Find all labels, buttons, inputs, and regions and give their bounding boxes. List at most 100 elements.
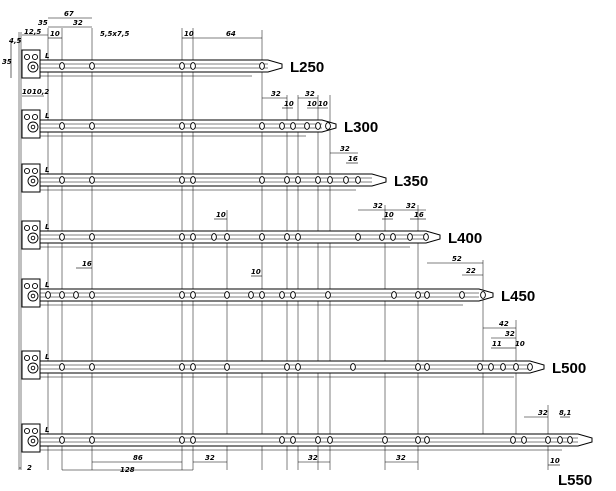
mounting-hole bbox=[327, 176, 333, 184]
mounting-hole bbox=[500, 363, 506, 371]
mounting-hole bbox=[179, 62, 185, 70]
bracket-hole bbox=[23, 224, 31, 232]
mounting-hole bbox=[350, 363, 356, 371]
mounting-hole bbox=[295, 233, 301, 241]
roller-axle bbox=[30, 293, 36, 299]
mounting-hole bbox=[179, 291, 185, 299]
mounting-hole bbox=[545, 436, 551, 444]
mounting-hole bbox=[89, 233, 95, 241]
dim-row3-32: 32 bbox=[340, 145, 350, 153]
mounting-hole bbox=[89, 122, 95, 130]
mounting-hole bbox=[315, 122, 321, 130]
row2-dim-lines bbox=[262, 97, 328, 109]
dim-row4-32b: 32 bbox=[406, 202, 416, 210]
dim-top-12-5: 12,5 bbox=[24, 28, 41, 36]
mounting-hole bbox=[89, 291, 95, 299]
runner-length-label: L300 bbox=[344, 119, 378, 136]
mounting-hole bbox=[477, 363, 483, 371]
runner-l400: L L400 bbox=[21, 220, 482, 250]
dim-bottom-86: 86 bbox=[133, 454, 143, 462]
dim-row6-42: 42 bbox=[499, 320, 509, 328]
dim-bottom-128: 128 bbox=[120, 466, 135, 474]
mounting-hole bbox=[73, 291, 79, 299]
mounting-hole bbox=[190, 62, 196, 70]
mounting-hole bbox=[89, 62, 95, 70]
mounting-hole bbox=[179, 363, 185, 371]
mounting-hole bbox=[59, 122, 65, 130]
dim-row4-10b: 10 bbox=[384, 211, 394, 219]
row6-dim-lines bbox=[483, 327, 516, 349]
mounting-hole bbox=[315, 436, 321, 444]
dim-row2-32a: 32 bbox=[271, 90, 281, 98]
mounting-hole bbox=[343, 176, 349, 184]
mounting-hole bbox=[179, 233, 185, 241]
bracket-hole bbox=[23, 53, 31, 61]
runner-l550: L L550 bbox=[21, 423, 593, 489]
rail-marker: L bbox=[45, 166, 49, 174]
bracket-hole bbox=[31, 224, 39, 232]
bracket-hole bbox=[31, 53, 39, 61]
dim-row4-10a: 10 bbox=[216, 211, 226, 219]
dim-bottom-2: 2 bbox=[27, 464, 32, 472]
mounting-hole bbox=[224, 291, 230, 299]
rail-marker: L bbox=[45, 112, 49, 120]
mounting-hole bbox=[190, 176, 196, 184]
mounting-hole bbox=[459, 291, 465, 299]
mounting-hole bbox=[59, 62, 65, 70]
mounting-hole bbox=[290, 122, 296, 130]
mounting-hole bbox=[521, 436, 527, 444]
dim-row4-16: 16 bbox=[414, 211, 424, 219]
mounting-hole bbox=[325, 122, 331, 130]
runner-length-label: L550 bbox=[558, 472, 592, 489]
mounting-hole bbox=[179, 436, 185, 444]
dim-hole-size: 5,5x7,5 bbox=[100, 30, 129, 38]
mounting-hole bbox=[415, 363, 421, 371]
dim-row5-16: 16 bbox=[82, 260, 92, 268]
mounting-hole bbox=[89, 176, 95, 184]
mounting-hole bbox=[290, 436, 296, 444]
mounting-hole bbox=[480, 291, 486, 299]
dim-row7-32: 32 bbox=[538, 409, 548, 417]
rail-body bbox=[39, 360, 545, 374]
runner-length-label: L500 bbox=[552, 360, 586, 377]
dim-row5-10: 10 bbox=[251, 268, 261, 276]
dim-side-35: 35 bbox=[2, 58, 12, 66]
runner-length-label: L400 bbox=[448, 230, 482, 247]
dim-row7-8-1: 8,1 bbox=[559, 409, 572, 417]
roller-axle bbox=[30, 64, 36, 70]
mounting-hole bbox=[224, 233, 230, 241]
dim-top-10: 10 bbox=[50, 30, 60, 38]
bracket-hole bbox=[31, 282, 39, 290]
bracket-hole bbox=[23, 113, 31, 121]
mounting-hole bbox=[355, 233, 361, 241]
bracket-hole bbox=[31, 167, 39, 175]
dim-bottom-32a: 32 bbox=[205, 454, 215, 462]
mounting-hole bbox=[304, 122, 310, 130]
mounting-hole bbox=[415, 436, 421, 444]
mounting-hole bbox=[259, 176, 265, 184]
dim-row1-10-2: 10,2 bbox=[32, 88, 49, 96]
dim-row6-10: 10 bbox=[515, 340, 525, 348]
mounting-hole bbox=[382, 436, 388, 444]
mounting-hole bbox=[279, 436, 285, 444]
mounting-hole bbox=[290, 291, 296, 299]
bracket-hole bbox=[31, 427, 39, 435]
roller-axle bbox=[30, 178, 36, 184]
rail-marker: L bbox=[45, 426, 49, 434]
dim-row5-52: 52 bbox=[452, 255, 462, 263]
bottom-dim-lines bbox=[19, 461, 560, 471]
mounting-hole bbox=[284, 233, 290, 241]
mounting-hole bbox=[407, 233, 413, 241]
mounting-hole bbox=[527, 363, 533, 371]
top-dimensions bbox=[10, 17, 262, 97]
mounting-hole bbox=[424, 363, 430, 371]
rail-marker: L bbox=[45, 223, 49, 231]
mounting-hole bbox=[415, 291, 421, 299]
bracket-hole bbox=[31, 113, 39, 121]
bracket-hole bbox=[31, 354, 39, 362]
dim-row3-16: 16 bbox=[348, 155, 358, 163]
mounting-hole bbox=[59, 291, 65, 299]
